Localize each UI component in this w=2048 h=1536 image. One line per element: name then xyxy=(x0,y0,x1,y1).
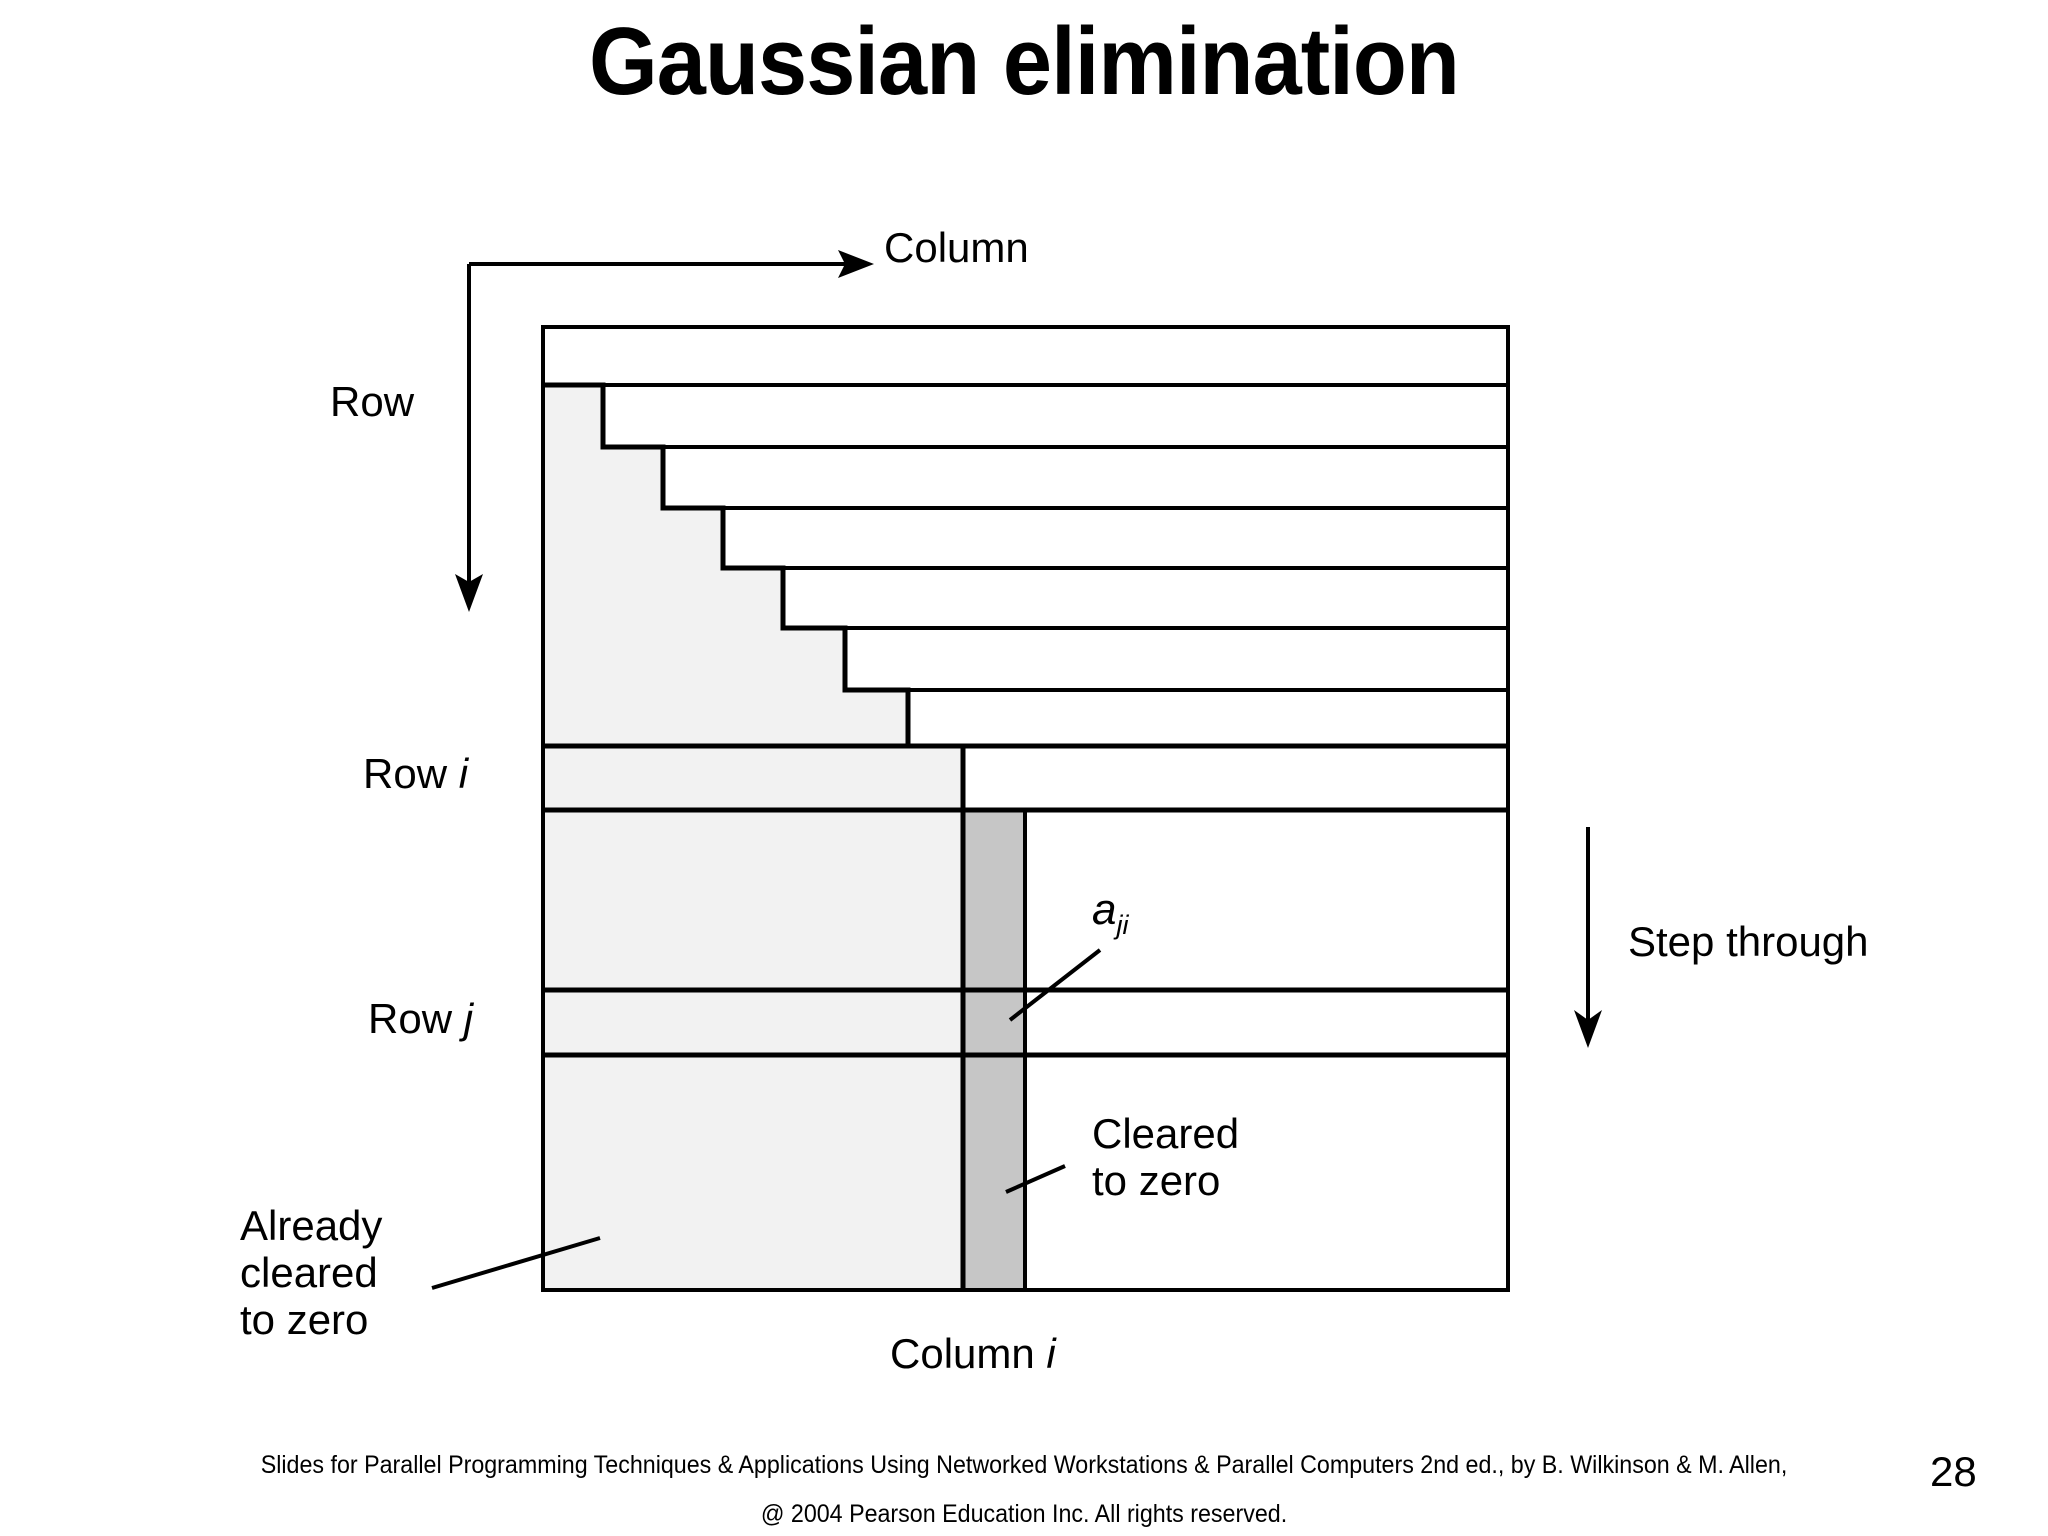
footer-attribution-line-1: Slides for Parallel Programming Techniqu… xyxy=(260,1451,1788,1479)
row-axis-label: Row xyxy=(330,378,415,425)
cleared-region-shape xyxy=(543,385,963,1290)
row-arrow-head xyxy=(455,574,483,612)
step-through-arrow-head xyxy=(1574,1010,1602,1048)
cleared-to-zero-label: Cleared to zero xyxy=(1092,1110,1239,1204)
a-ji-leader-line xyxy=(1008,948,1102,1022)
page-number: 28 xyxy=(1930,1448,1977,1495)
element-a-ji-subscript: ji xyxy=(1116,909,1129,940)
column-arrow-head xyxy=(838,250,874,278)
already-cleared-line-1: Already xyxy=(240,1202,383,1249)
column-i-label: Column i xyxy=(890,1330,1056,1377)
cleared-to-zero-leader-line xyxy=(1005,1164,1066,1194)
cleared-to-zero-line-2: to zero xyxy=(1092,1157,1221,1205)
diagram-svg xyxy=(431,250,1602,1292)
already-cleared-line-2: cleared xyxy=(240,1249,378,1297)
page-title: Gaussian elimination xyxy=(589,8,1460,115)
cleared-to-zero-line-1: Cleared xyxy=(1092,1110,1240,1157)
gaussian-elimination-diagram: Column Row Row i Row j Step through aji … xyxy=(240,224,1869,1377)
pivot-column-shape xyxy=(963,810,1025,1290)
element-a-ji-base: a xyxy=(1092,885,1117,934)
row-j-label-text: Row j xyxy=(368,995,474,1042)
step-through-label: Step through xyxy=(1628,918,1869,965)
column-i-label-text: Column i xyxy=(890,1330,1056,1377)
already-cleared-to-zero-label: Already cleared to zero xyxy=(240,1202,382,1343)
column-axis-label: Column xyxy=(884,224,1029,271)
footer-attribution-line-2: @ 2004 Pearson Education Inc. All rights… xyxy=(760,1500,1288,1528)
already-cleared-leader-line xyxy=(431,1236,601,1290)
already-cleared-line-3: to zero xyxy=(240,1296,369,1344)
row-i-label: Row i xyxy=(363,750,468,797)
row-j-label: Row j xyxy=(368,995,473,1042)
row-i-label-text: Row i xyxy=(363,750,469,797)
element-a-ji-label: aji xyxy=(1092,885,1128,940)
